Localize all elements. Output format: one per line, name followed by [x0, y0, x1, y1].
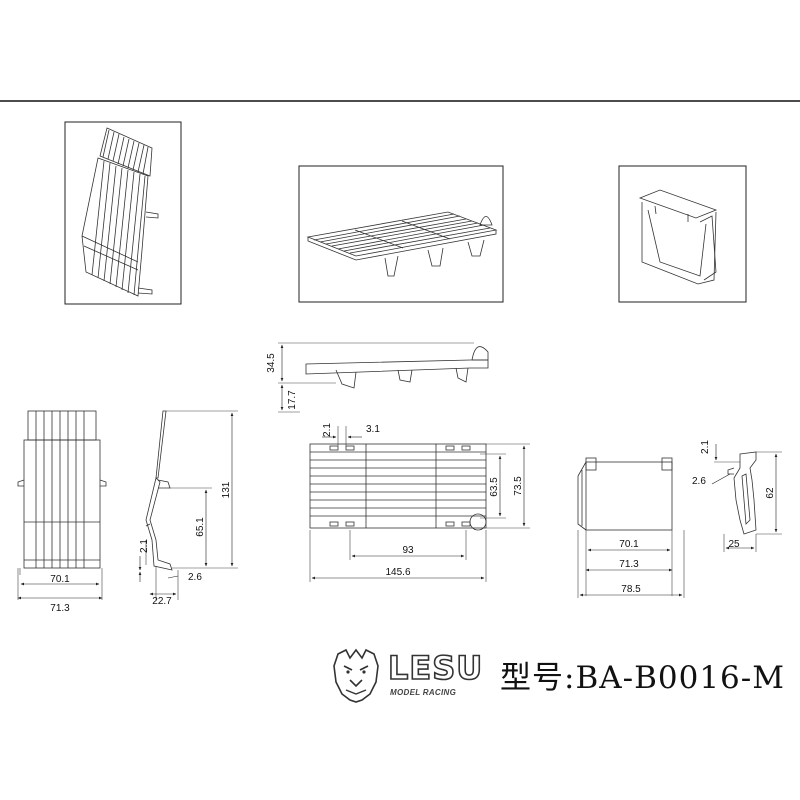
dim-tray-outer-length: 145.6 [385, 567, 410, 578]
front-view-bracket: 70.1 71.3 78.5 [577, 457, 685, 598]
dim-tray-leg: 17.7 [287, 390, 298, 410]
side-view-bracket: 62 25 2.1 2.6 [692, 440, 782, 552]
dim-tray-gap: 3.1 [366, 424, 380, 435]
iso-view-ladder [64, 121, 182, 305]
dim-left-side-offset: 2.6 [188, 572, 202, 583]
side-view-ladder: 131 65.1 2.1 2.6 22.7 [138, 410, 238, 607]
iso-view-tray [298, 165, 504, 303]
dim-right-side-offset: 2.6 [692, 476, 706, 487]
dim-left-side-lower: 65.1 [195, 517, 206, 537]
top-view-tray: 63.5 73.5 93 145.6 2.1 3.1 [309, 423, 530, 582]
dim-tray-outer-depth: 73.5 [513, 476, 524, 496]
dim-tray-inner-length: 93 [402, 545, 414, 556]
model-number: 型号:BA-B0016-M [500, 660, 785, 696]
front-view-ladder: 70.1 71.3 [17, 410, 107, 614]
dim-left-side-height: 131 [221, 481, 232, 498]
dim-left-side-depth: 22.7 [152, 596, 172, 607]
dim-right-front-outer: 78.5 [621, 584, 641, 595]
brand-name: LESU [387, 649, 484, 687]
dim-right-front-inner: 70.1 [619, 539, 639, 550]
dim-right-front-mid: 71.3 [619, 559, 639, 570]
iso-view-bracket [618, 165, 747, 303]
dim-left-front-outer: 71.3 [50, 603, 70, 614]
dim-left-side-small: 2.1 [139, 539, 150, 553]
dim-tray-inner-depth: 63.5 [489, 477, 500, 497]
dim-right-side-height: 62 [765, 487, 776, 499]
lion-head-icon [333, 648, 379, 703]
brand-tagline: MODEL RACING [390, 688, 457, 697]
dim-left-front-inner: 70.1 [50, 574, 70, 585]
dim-right-side-small: 2.1 [700, 440, 711, 454]
dim-tray-height: 34.5 [266, 353, 277, 373]
side-view-tray: 34.5 17.7 [266, 342, 489, 413]
dim-right-side-depth: 25 [728, 539, 740, 550]
dim-tray-slot: 2.1 [322, 423, 333, 437]
